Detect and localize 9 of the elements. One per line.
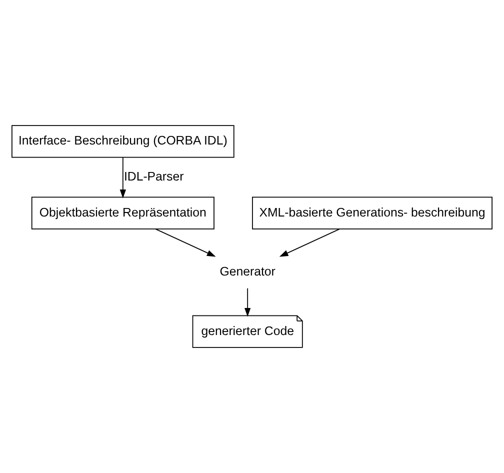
arrow [120,157,126,198]
node-box: Interface- Beschreibung (CORBA IDL) [12,125,234,158]
node-text: Generator [220,264,276,279]
arrow [244,288,251,317]
node-box: Objektbasierte Repräsentation [31,196,214,230]
node-box: XML-basierte Generations- beschreibung [252,196,492,230]
arrow [155,228,216,257]
edge-label: IDL-Parser [124,170,184,184]
arrow [279,228,340,257]
